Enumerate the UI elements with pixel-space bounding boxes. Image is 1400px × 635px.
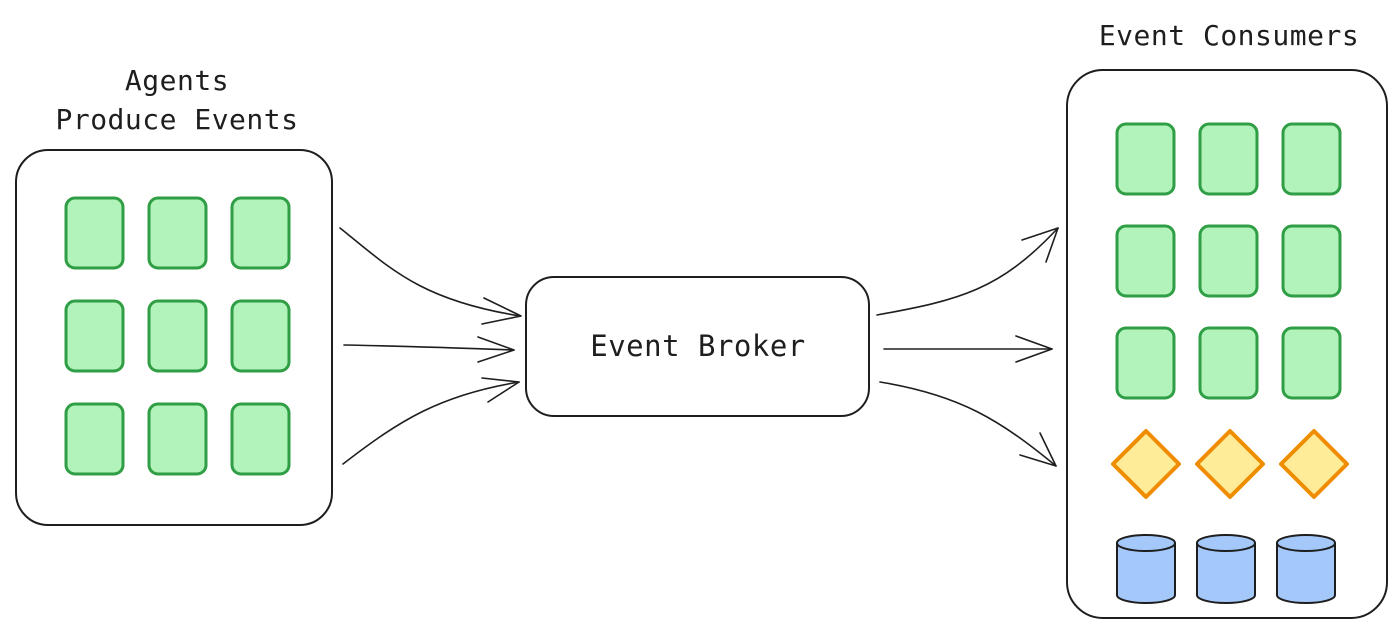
arrow-producers-to-broker-bottom	[342, 377, 520, 465]
producer-agent-grid	[64, 196, 291, 476]
event-broker-box	[525, 276, 870, 417]
producer-agent-2	[147, 196, 208, 270]
producer-agent-9	[230, 402, 291, 476]
consumer-agent-4	[1115, 224, 1176, 298]
producer-agent-4	[64, 299, 125, 373]
consumer-decision-2	[1195, 429, 1265, 499]
consumer-decision-1	[1111, 429, 1181, 499]
arrow-producers-to-broker-top	[339, 227, 522, 325]
consumer-agent-1	[1115, 122, 1176, 196]
producer-agent-6	[230, 299, 291, 373]
arrow-producers-to-broker-middle	[343, 336, 515, 363]
producers-title-line2: Produce Events	[55, 103, 298, 136]
arrow-broker-to-consumers-middle	[883, 335, 1053, 363]
consumer-agent-2	[1198, 122, 1259, 196]
consumer-agent-6	[1281, 224, 1342, 298]
consumers-title: Event Consumers	[1099, 19, 1359, 52]
consumer-database-row	[1116, 534, 1336, 604]
producer-agent-5	[147, 299, 208, 373]
consumer-database-2	[1196, 534, 1256, 604]
consumer-database-1	[1116, 534, 1176, 604]
consumer-agent-8	[1198, 326, 1259, 400]
producers-title-line1: Agents	[125, 64, 229, 97]
arrow-broker-to-consumers-top	[876, 227, 1059, 316]
producer-agent-1	[64, 196, 125, 270]
event-broker-label: Event Broker	[590, 329, 806, 363]
consumer-agent-5	[1198, 224, 1259, 298]
consumer-decision-row	[1111, 429, 1349, 499]
consumer-agent-7	[1115, 326, 1176, 400]
consumer-agent-3	[1281, 122, 1342, 196]
producer-agent-8	[147, 402, 208, 476]
consumer-decision-3	[1279, 429, 1349, 499]
consumer-database-3	[1276, 534, 1336, 604]
producer-agent-7	[64, 402, 125, 476]
consumer-agent-9	[1281, 326, 1342, 400]
consumer-agent-grid	[1115, 122, 1342, 400]
arrow-broker-to-consumers-bottom	[879, 381, 1057, 467]
producer-agent-3	[230, 196, 291, 270]
